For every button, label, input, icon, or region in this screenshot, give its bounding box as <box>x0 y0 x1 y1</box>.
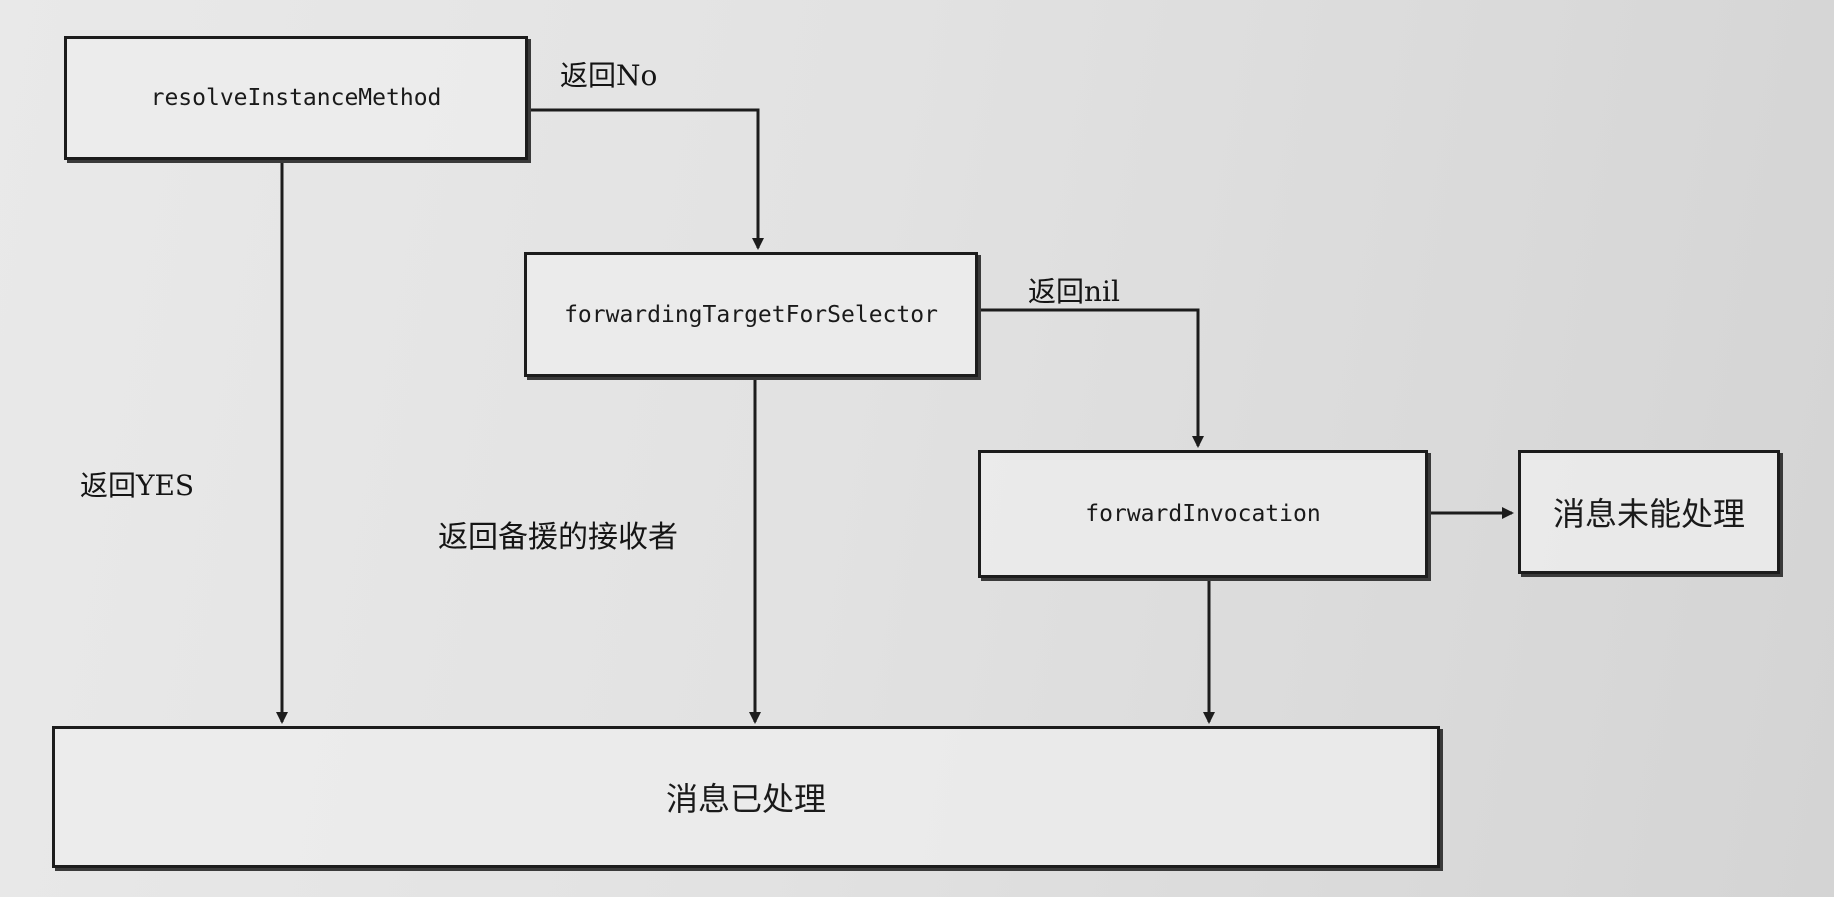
node-forwarding-target-for-selector: forwardingTargetForSelector <box>524 252 978 377</box>
node-resolve-instance-method-label: resolveInstanceMethod <box>150 85 442 111</box>
node-message-unhandled: 消息未能处理 <box>1518 450 1780 574</box>
node-resolve-instance-method: resolveInstanceMethod <box>64 36 528 160</box>
node-forwarding-target-label: forwardingTargetForSelector <box>564 301 938 328</box>
node-forward-invocation-label: forwardInvocation <box>1085 501 1321 527</box>
edge-label-return-backup-receiver: 返回备援的接收者 <box>438 520 678 555</box>
edge-label-return-no: 返回No <box>560 59 658 92</box>
node-message-handled-label: 消息已处理 <box>665 780 826 818</box>
edge-label-return-yes: 返回YES <box>80 469 195 502</box>
node-message-unhandled-label: 消息未能处理 <box>1552 495 1745 533</box>
edge-return-no <box>528 108 764 250</box>
edge-return-nil <box>978 308 1204 448</box>
node-message-handled: 消息已处理 <box>52 726 1440 868</box>
edge-label-return-nil: 返回nil <box>1028 275 1120 308</box>
node-forward-invocation: forwardInvocation <box>978 450 1428 578</box>
